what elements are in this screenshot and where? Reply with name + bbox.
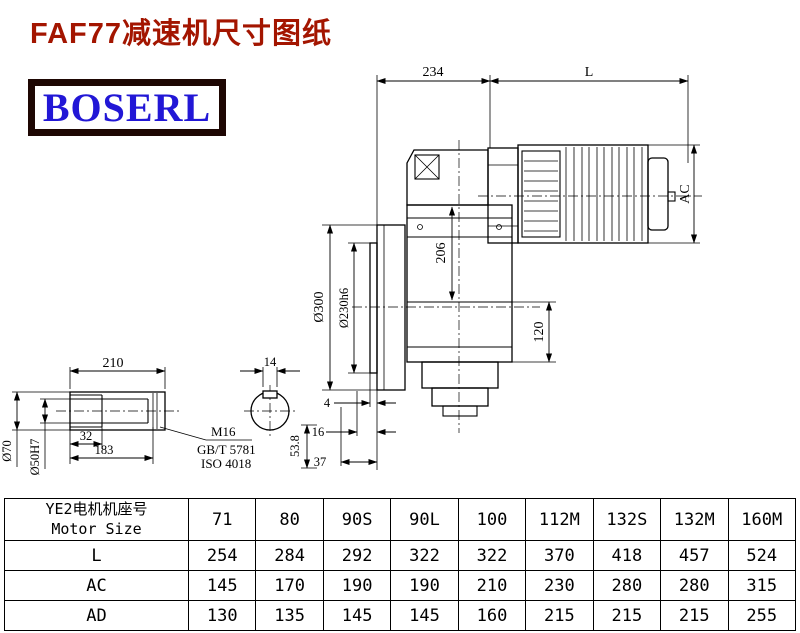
value-L-1: 284: [255, 540, 324, 571]
value-L-6: 418: [592, 540, 662, 571]
dim-dia300: Ø300: [312, 291, 327, 322]
top-dimensions: 234 L: [376, 65, 689, 225]
value-AD-8: 255: [727, 600, 796, 631]
keyway-slot: [262, 390, 278, 399]
motor-size-label-cn: YE2电机机座号: [45, 500, 148, 518]
table-row-AC: AC 145 170 190 190 210 230 280 280 315: [4, 570, 796, 601]
value-AD-5: 215: [525, 600, 594, 631]
motor-dimension-table: YE2电机机座号 Motor Size 71 80 90S 90L 100 11…: [4, 498, 796, 631]
value-AC-3: 190: [390, 570, 459, 601]
motor-size-132S: 132S: [592, 498, 662, 541]
motor-size-80: 80: [255, 498, 324, 541]
value-L-0: 254: [187, 540, 257, 571]
standard-gbt: GB/T 5781: [197, 442, 256, 457]
table-row-L: L 254 284 292 322 322 370 418 457 524: [4, 540, 796, 571]
motor-size-112M: 112M: [525, 498, 594, 541]
ac-dimension: AC: [648, 144, 700, 244]
motor-size-132M: 132M: [660, 498, 729, 541]
value-AC-4: 210: [457, 570, 527, 601]
motor-body: [517, 144, 649, 244]
value-AD-1: 135: [255, 600, 324, 631]
motor-size-71: 71: [187, 498, 257, 541]
shaft-detail-view: 210 Ø70 Ø50H7 32 183 M16 GB/T 578: [0, 356, 256, 475]
value-L-3: 322: [390, 540, 459, 571]
dim-37: 37: [314, 455, 327, 469]
bottom-dimensions: 4 16 37 53.8: [288, 373, 396, 470]
thread-callout: M16: [211, 424, 236, 439]
gearbox-housing: [406, 149, 513, 417]
table-header-row: YE2电机机座号 Motor Size 71 80 90S 90L 100 11…: [4, 498, 796, 541]
dim-dia230: Ø230h6: [337, 288, 351, 328]
row-label-AD: AD: [4, 600, 189, 631]
motor-size-90L: 90L: [390, 498, 459, 541]
page-title: FAF77减速机尺寸图纸: [30, 18, 333, 50]
motor-outline: [487, 144, 676, 244]
value-AD-4: 160: [457, 600, 527, 631]
motor-size-label: YE2电机机座号 Motor Size: [4, 498, 189, 541]
keyway-end-view: 14: [240, 355, 300, 431]
dim-120-group: 120: [512, 301, 556, 363]
fan-cover: [647, 157, 669, 231]
value-AC-6: 280: [592, 570, 662, 601]
value-AC-1: 170: [255, 570, 324, 601]
dia230-dimension: Ø230h6: [337, 242, 370, 374]
dim-234: 234: [423, 65, 444, 80]
dimension-drawing: 234 L AC: [0, 65, 702, 475]
brand-logo: BOSERL: [28, 79, 226, 136]
motor-size-label-en: Motor Size: [51, 519, 142, 538]
value-L-4: 322: [457, 540, 527, 571]
value-AC-0: 145: [187, 570, 257, 601]
table-row-AD: AD 130 135 145 145 160 215 215 215 255: [4, 600, 796, 631]
dim-16: 16: [312, 425, 325, 439]
dim-dia50: Ø50H7: [28, 439, 42, 476]
dim-4: 4: [324, 396, 331, 410]
dim-206-group: 206: [434, 206, 456, 301]
value-L-5: 370: [525, 540, 594, 571]
value-AD-6: 215: [592, 600, 662, 631]
dim-120: 120: [532, 322, 547, 343]
row-label-L: L: [4, 540, 189, 571]
value-L-7: 457: [660, 540, 729, 571]
motor-size-160M: 160M: [727, 498, 796, 541]
value-AC-2: 190: [322, 570, 392, 601]
motor-size-100: 100: [457, 498, 527, 541]
motor-size-90S: 90S: [322, 498, 392, 541]
value-AC-8: 315: [727, 570, 796, 601]
standard-iso: ISO 4018: [201, 456, 251, 471]
centerlines: [56, 140, 702, 437]
value-AD-7: 215: [660, 600, 729, 631]
dim-32: 32: [80, 429, 93, 443]
dim-53-8: 53.8: [288, 435, 302, 457]
dia300-dimension: Ø300: [312, 224, 377, 391]
dim-210: 210: [103, 356, 124, 371]
value-AC-5: 230: [525, 570, 594, 601]
value-AD-2: 145: [322, 600, 392, 631]
value-AC-7: 280: [660, 570, 729, 601]
motor-adapter: [487, 147, 519, 244]
row-label-AC: AC: [4, 570, 189, 601]
dim-14: 14: [264, 355, 277, 369]
value-AD-0: 130: [187, 600, 257, 631]
value-AD-3: 145: [390, 600, 459, 631]
output-flange: [369, 224, 406, 391]
dim-183: 183: [95, 443, 114, 457]
dim-AC: AC: [678, 184, 693, 203]
value-L-8: 524: [727, 540, 796, 571]
value-L-2: 292: [322, 540, 392, 571]
dim-206: 206: [434, 243, 449, 264]
dim-L: L: [585, 65, 594, 80]
lifting-eye-symbol: [414, 154, 440, 180]
dim-dia70: Ø70: [0, 440, 14, 462]
brand-logo-text: BOSERL: [42, 84, 212, 130]
